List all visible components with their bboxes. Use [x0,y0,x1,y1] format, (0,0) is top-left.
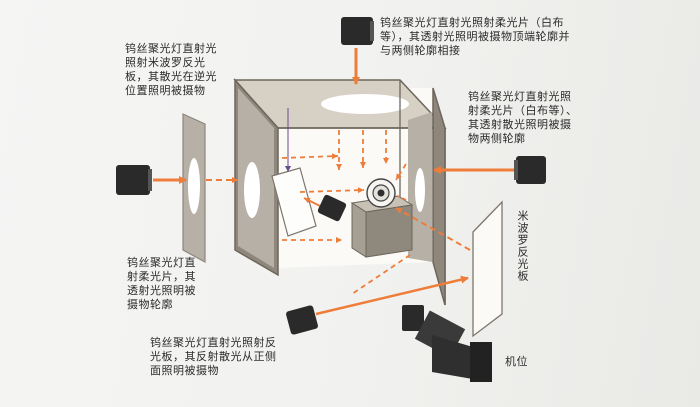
light-box [233,78,447,306]
caption-reflector: 米波罗反光板 [516,210,529,282]
spotlight-icon [286,305,318,335]
left-softbox-glow [244,162,260,218]
light-rays [153,48,522,316]
stand-front [351,202,367,258]
spotlight-icon [116,165,152,195]
box-right-panel [432,87,446,306]
caption-camera: 机位 [505,355,528,368]
spotlight-icon [341,17,374,45]
ray-bottom-lamp [315,275,469,316]
ray-right-soft-1 [395,163,407,181]
spotlight-icon [317,194,347,222]
subject-lens-glass [377,189,385,197]
left-diffuser-glow [188,158,200,214]
camera-icon [402,305,492,382]
caption-bottom: 钨丝聚光灯直射光照射反 光板，其反射散光从正侧 面照明被摄物 [150,336,277,377]
right-softbox-glow [415,168,425,212]
caption-top-right: 钨丝聚光灯直射光照射柔光片（白布 等），其透射光照明被摄物顶端轮廓并 与两侧轮廓… [380,16,570,57]
ray-bottom-dashed [351,254,411,295]
camera-back [470,342,492,382]
ray-inner-lamp [303,197,321,207]
caption-right: 钨丝聚光灯直射光照 射柔光片（白布等）、 其透射散光照明被摄 物两侧轮廓 [468,90,578,145]
caption-mid-left: 钨丝聚光灯直 射柔光片，其 透射光照明被 摄物轮廓 [127,256,196,311]
camera-lens-front [402,305,424,331]
spotlight-icon [514,156,546,184]
mipolo-reflector-board [472,200,503,338]
subject-lens [366,178,396,208]
ray-right-soft-2 [397,195,407,201]
top-softbox-glow [321,94,409,114]
caption-top-left: 钨丝聚光灯直射光 照射米波罗反光 板，其散光在逆光 位置照明被摄物 [125,42,217,97]
left-diffuser [182,113,206,264]
ray-left-soft-1 [281,153,339,160]
ray-reflector-bounce [395,207,471,251]
ray-card-bounce [299,187,365,194]
